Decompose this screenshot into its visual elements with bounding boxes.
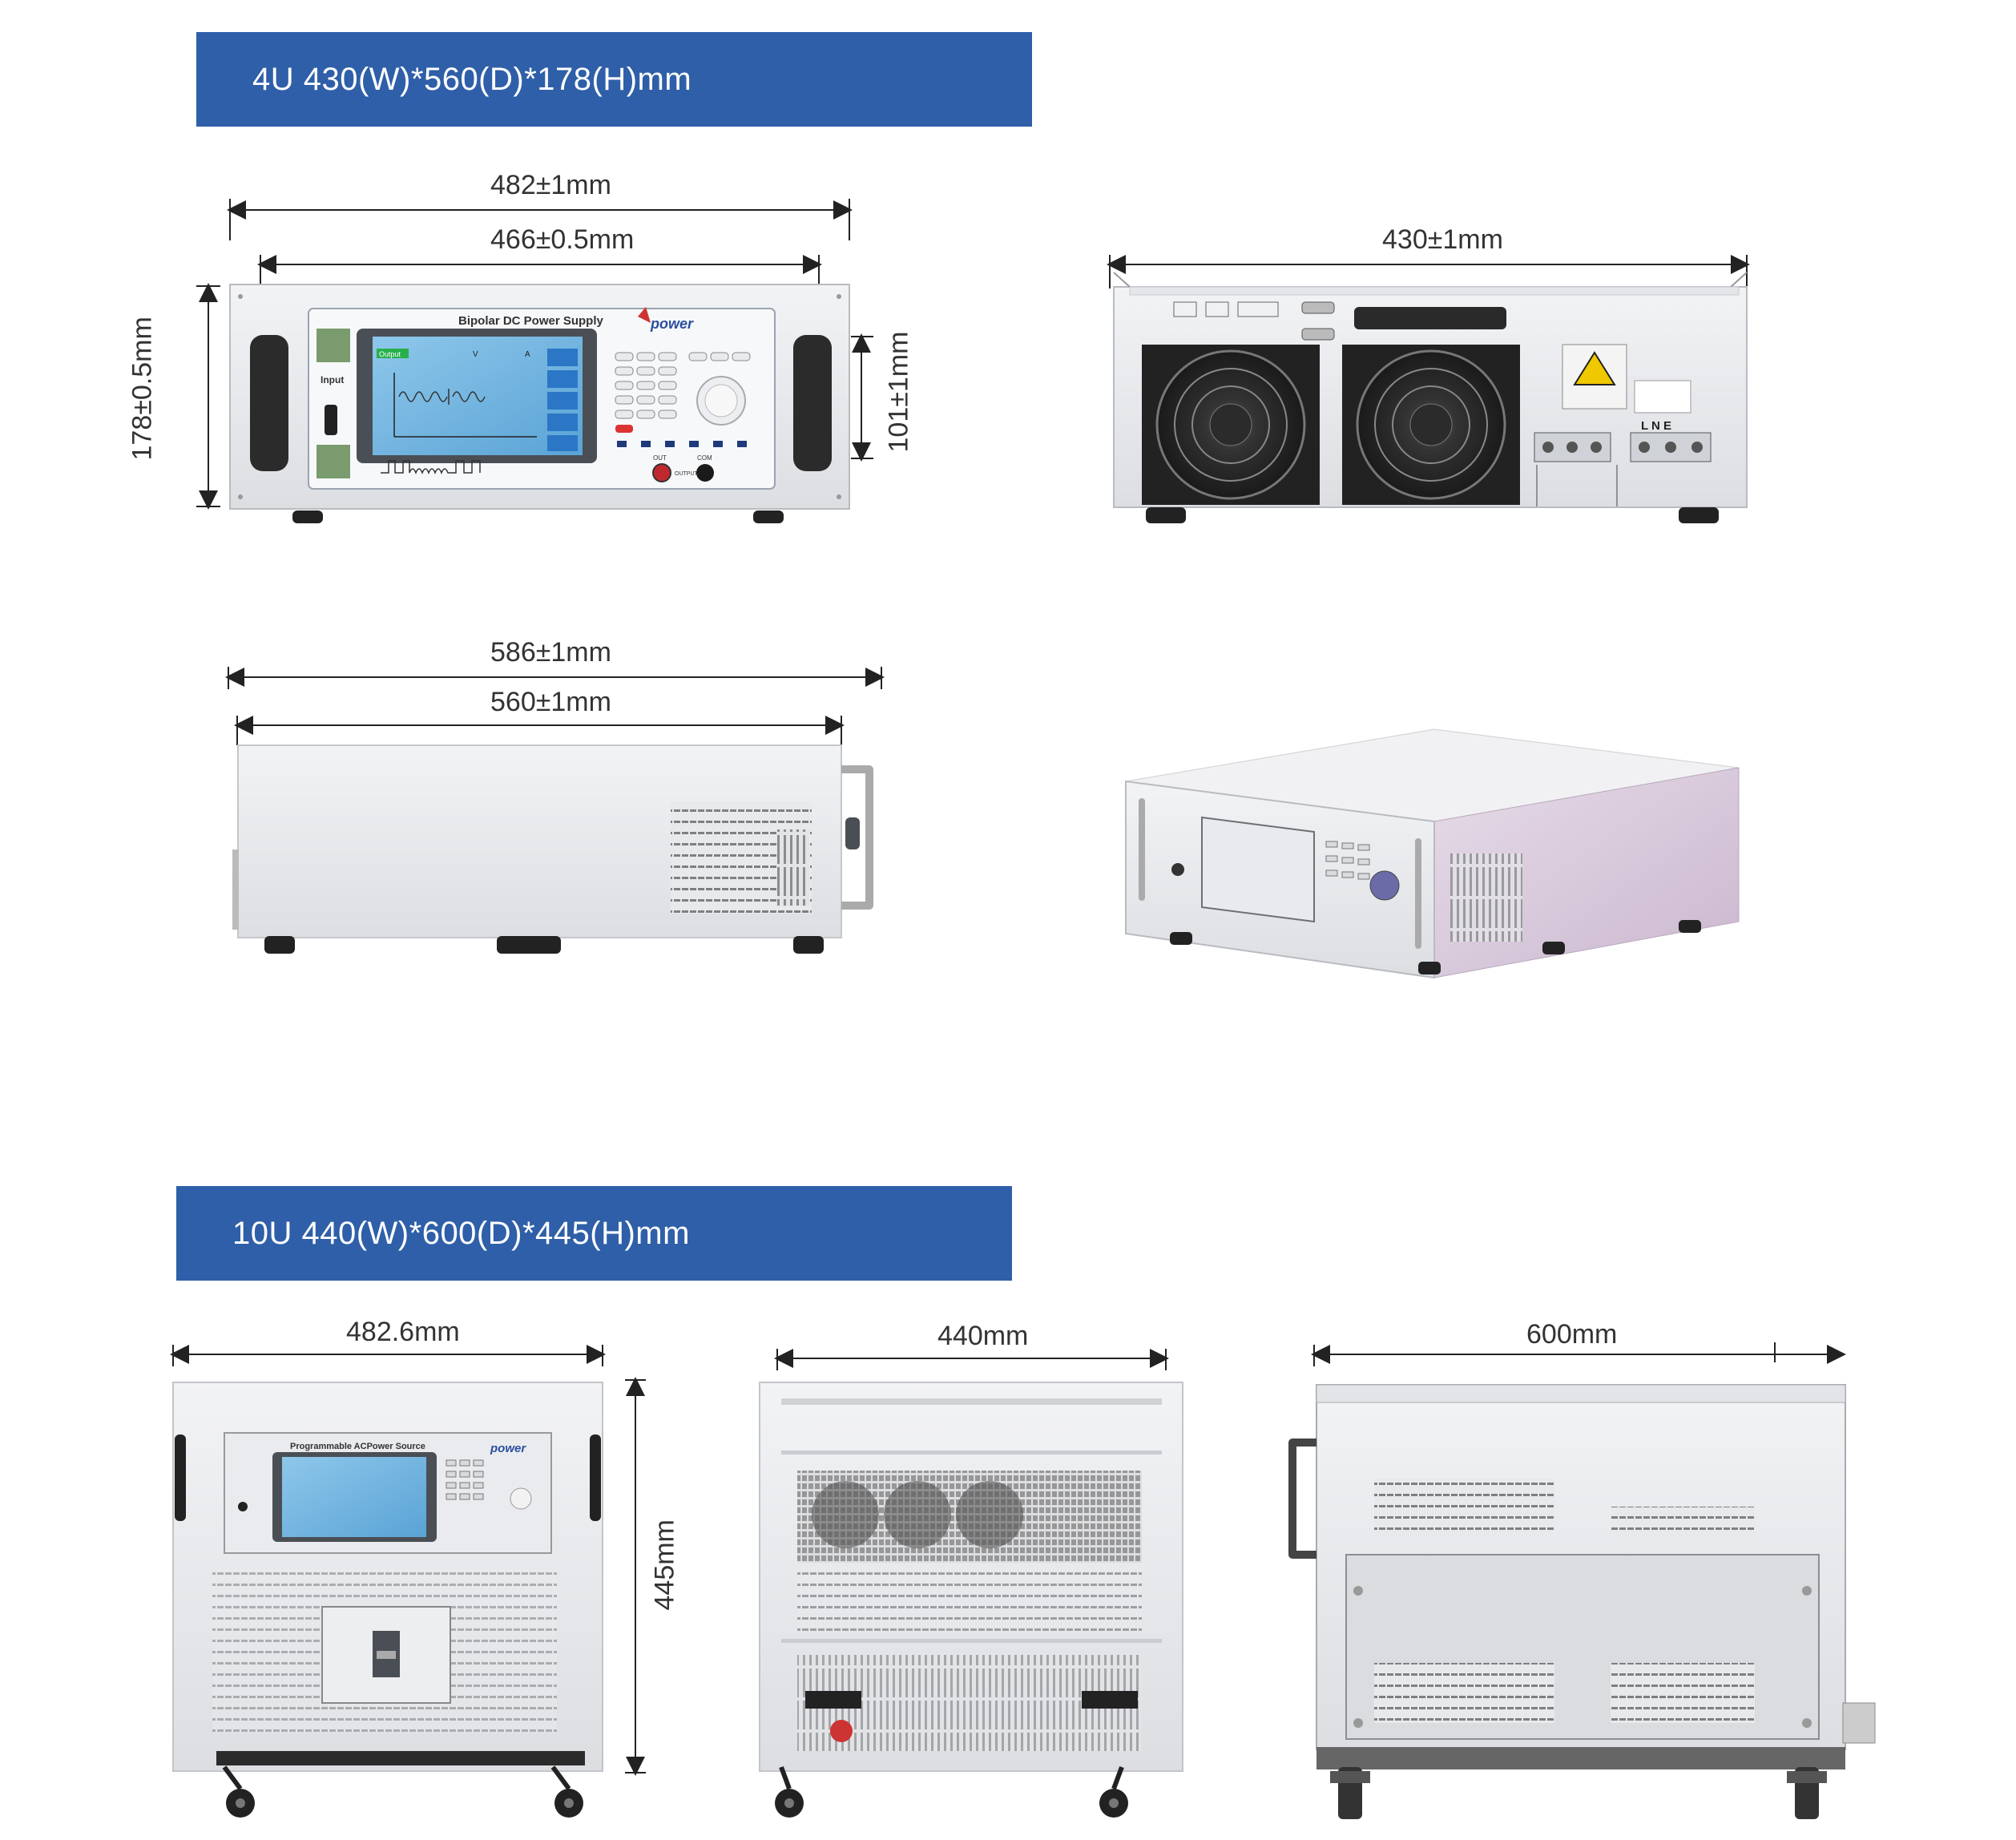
output-label-4u: OUTPUT [675,471,699,477]
input-label-4u: Input [321,374,344,385]
brand-logo-10u: power [490,1442,526,1455]
front-panel-title-4u: Bipolar DC Power Supply [458,314,604,328]
section-title-4u: 4U 430(W)*560(D)*178(H)mm [252,61,692,97]
screen-a-label: A [525,350,530,359]
screen-output-label: Output [379,350,401,358]
input-terminal-label: L N E [1641,419,1671,433]
section-title-10u: 10U 440(W)*600(D)*445(H)mm [232,1215,690,1251]
out-label-4u: OUT [653,454,667,462]
front-view-4u: Bipolar DC Power Supply Input Output V A… [229,284,850,523]
side-view-10u [1288,1384,1876,1819]
dim-side-outer: 586±1mm [490,637,611,668]
section-banner-10u: 10U 440(W)*600(D)*445(H)mm [176,1186,1012,1281]
side-view-4u [232,744,873,954]
iso-view-4u [1125,728,1740,979]
dim-10u-side-depth: 600mm [1526,1319,1618,1350]
brand-logo-4u: power [650,316,694,332]
rear-view-10u [759,1382,1183,1818]
dim-10u-front-width: 482.6mm [346,1317,460,1347]
dim-front-inner-width: 466±0.5mm [490,224,635,255]
front-panel-title-10u: Programmable ACPower Source [290,1442,425,1451]
dim-rear-width: 430±1mm [1382,224,1503,255]
dim-side-inner: 560±1mm [490,687,611,717]
front-view-10u: Programmable ACPower Source power [172,1382,603,1818]
dimension-lines-10u [170,1342,1846,1776]
dim-front-outer-width: 482±1mm [490,170,611,200]
com-label-4u: COM [697,454,712,462]
rear-view-4u: L N E [1113,272,1748,523]
screen-v-label: V [473,350,478,359]
section-banner-4u: 4U 430(W)*560(D)*178(H)mm [196,32,1032,127]
dim-10u-rear-width: 440mm [937,1321,1029,1351]
